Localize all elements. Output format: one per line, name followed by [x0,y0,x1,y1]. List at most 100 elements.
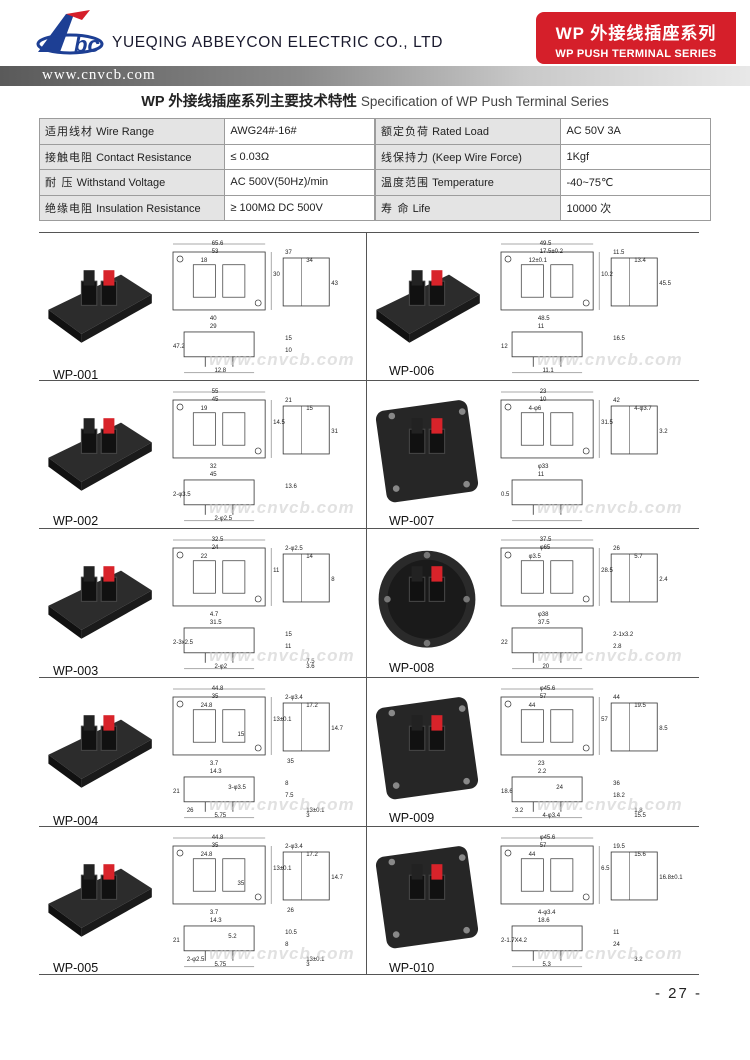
dimension-label: 16.8±0.1 [659,874,683,881]
dimension-label: 2-φ2.5 [285,546,303,552]
product-model-label: WP-004 [53,814,99,828]
dimension-label: 45 [211,397,219,403]
dimension-label: 21 [173,938,180,945]
dimension-label: 15 [306,406,313,412]
spec-label: 耐 压 Withstand Voltage [38,169,226,196]
grid-divider [39,677,699,678]
dimension-label: 14 [306,554,313,560]
dimension-label: 24 [613,941,620,948]
dimension-label: 11 [537,323,545,330]
dimension-label: 8 [285,780,289,787]
spec-label: 寿 命 Life [375,194,562,221]
dimension-label: 35 [237,880,245,887]
dimension-label: 36 [613,780,620,787]
dimension-label: 44 [528,852,536,858]
dimension-label: 5.2 [228,933,237,940]
dimension-label: 19 [200,406,208,412]
product-model-label: WP-002 [53,514,99,528]
dimension-label: 12.8 [214,368,227,374]
dimension-label: 26 [613,546,620,552]
dimension-label: 32 [209,463,217,470]
dimension-label: 53 [211,249,219,255]
dimension-label: φ3.5 [528,554,541,560]
spec-value: AC 500V(50Hz)/min [224,169,376,196]
abc-logo-icon: bc [36,10,104,57]
dimension-label: 2-3x2.5 [173,640,194,647]
dimension-label: 37 [285,250,292,256]
dimension-label: 44 [613,695,620,701]
product-model-label: WP-005 [53,961,99,975]
watermark: www.cnvcb.com [537,350,683,369]
dimension-label: 2.4 [659,576,668,583]
spec-value: 1Kgf [560,143,711,170]
grid-divider [39,232,699,233]
dimension-label: 5.7 [634,554,643,560]
product-photo [43,394,155,504]
dimension-label: 57 [539,694,547,700]
dimension-label: 24.8 [200,703,213,709]
dimension-label: 44.8 [211,686,224,692]
dimension-label: 1.8 [634,807,643,814]
dimension-label: 5.75 [214,813,227,819]
watermark: www.cnvcb.com [209,795,355,814]
dimension-label: 20 [542,664,550,670]
dimension-label: 10 [539,397,547,403]
dimension-label: 4-φ3.4 [537,909,556,916]
dimension-label: 35 [211,843,219,849]
dimension-label: φ45.6 [539,835,556,841]
dimension-label: 3 [306,813,310,819]
spec-value: AWG24#-16# [224,118,376,145]
website-link[interactable]: www.cnvcb.com [42,67,156,83]
grid-divider [39,826,699,827]
dimension-label: 35 [211,694,219,700]
dimension-label: 12±0.1 [528,258,547,264]
spec-label: 温度范围 Temperature [375,169,562,196]
spec-label: 适用线材 Wire Range [38,118,226,145]
watermark: www.cnvcb.com [209,646,355,665]
dimension-label: 11.1 [542,368,554,374]
dimension-label: 12 [501,344,508,351]
spec-value: AC 50V 3A [560,118,711,145]
dimension-label: 57 [601,717,608,724]
dimension-label: 23 [539,389,547,395]
watermark: www.cnvcb.com [537,498,683,517]
product-photo [371,840,483,950]
dimension-label: 31.5 [209,619,222,626]
dimension-label: 15 [285,335,292,342]
dimension-label: 11 [537,471,545,478]
dimension-label: 14.7 [331,874,343,881]
dimension-label: 2.8 [613,643,622,650]
company-name: YUEQING ABBEYCON ELECTRIC CO., LTD [112,34,444,51]
dimension-label: 32.5 [211,537,224,543]
dimension-label: 2-1.7X4.2 [501,938,528,945]
dimension-label: 15.5 [634,813,646,819]
dimension-label: 3.2 [514,807,524,814]
dimension-label: 3 [306,962,310,968]
dimension-label: 10 [285,347,292,354]
dimension-label: 13±0.1 [306,956,325,963]
svg-text:bc: bc [74,32,100,57]
dimension-label: 19.5 [613,844,625,850]
dimension-label: 10.5 [285,929,297,936]
dimension-label: φ38 [537,611,549,618]
dimension-label: 14.3 [209,768,222,775]
page-title-en: Specification of WP Push Terminal Series [360,94,609,109]
dimension-label: 26 [186,807,194,814]
dimension-label: 14.5 [273,420,285,427]
dimension-label: 17.2 [306,852,318,858]
watermark: www.cnvcb.com [537,795,683,814]
